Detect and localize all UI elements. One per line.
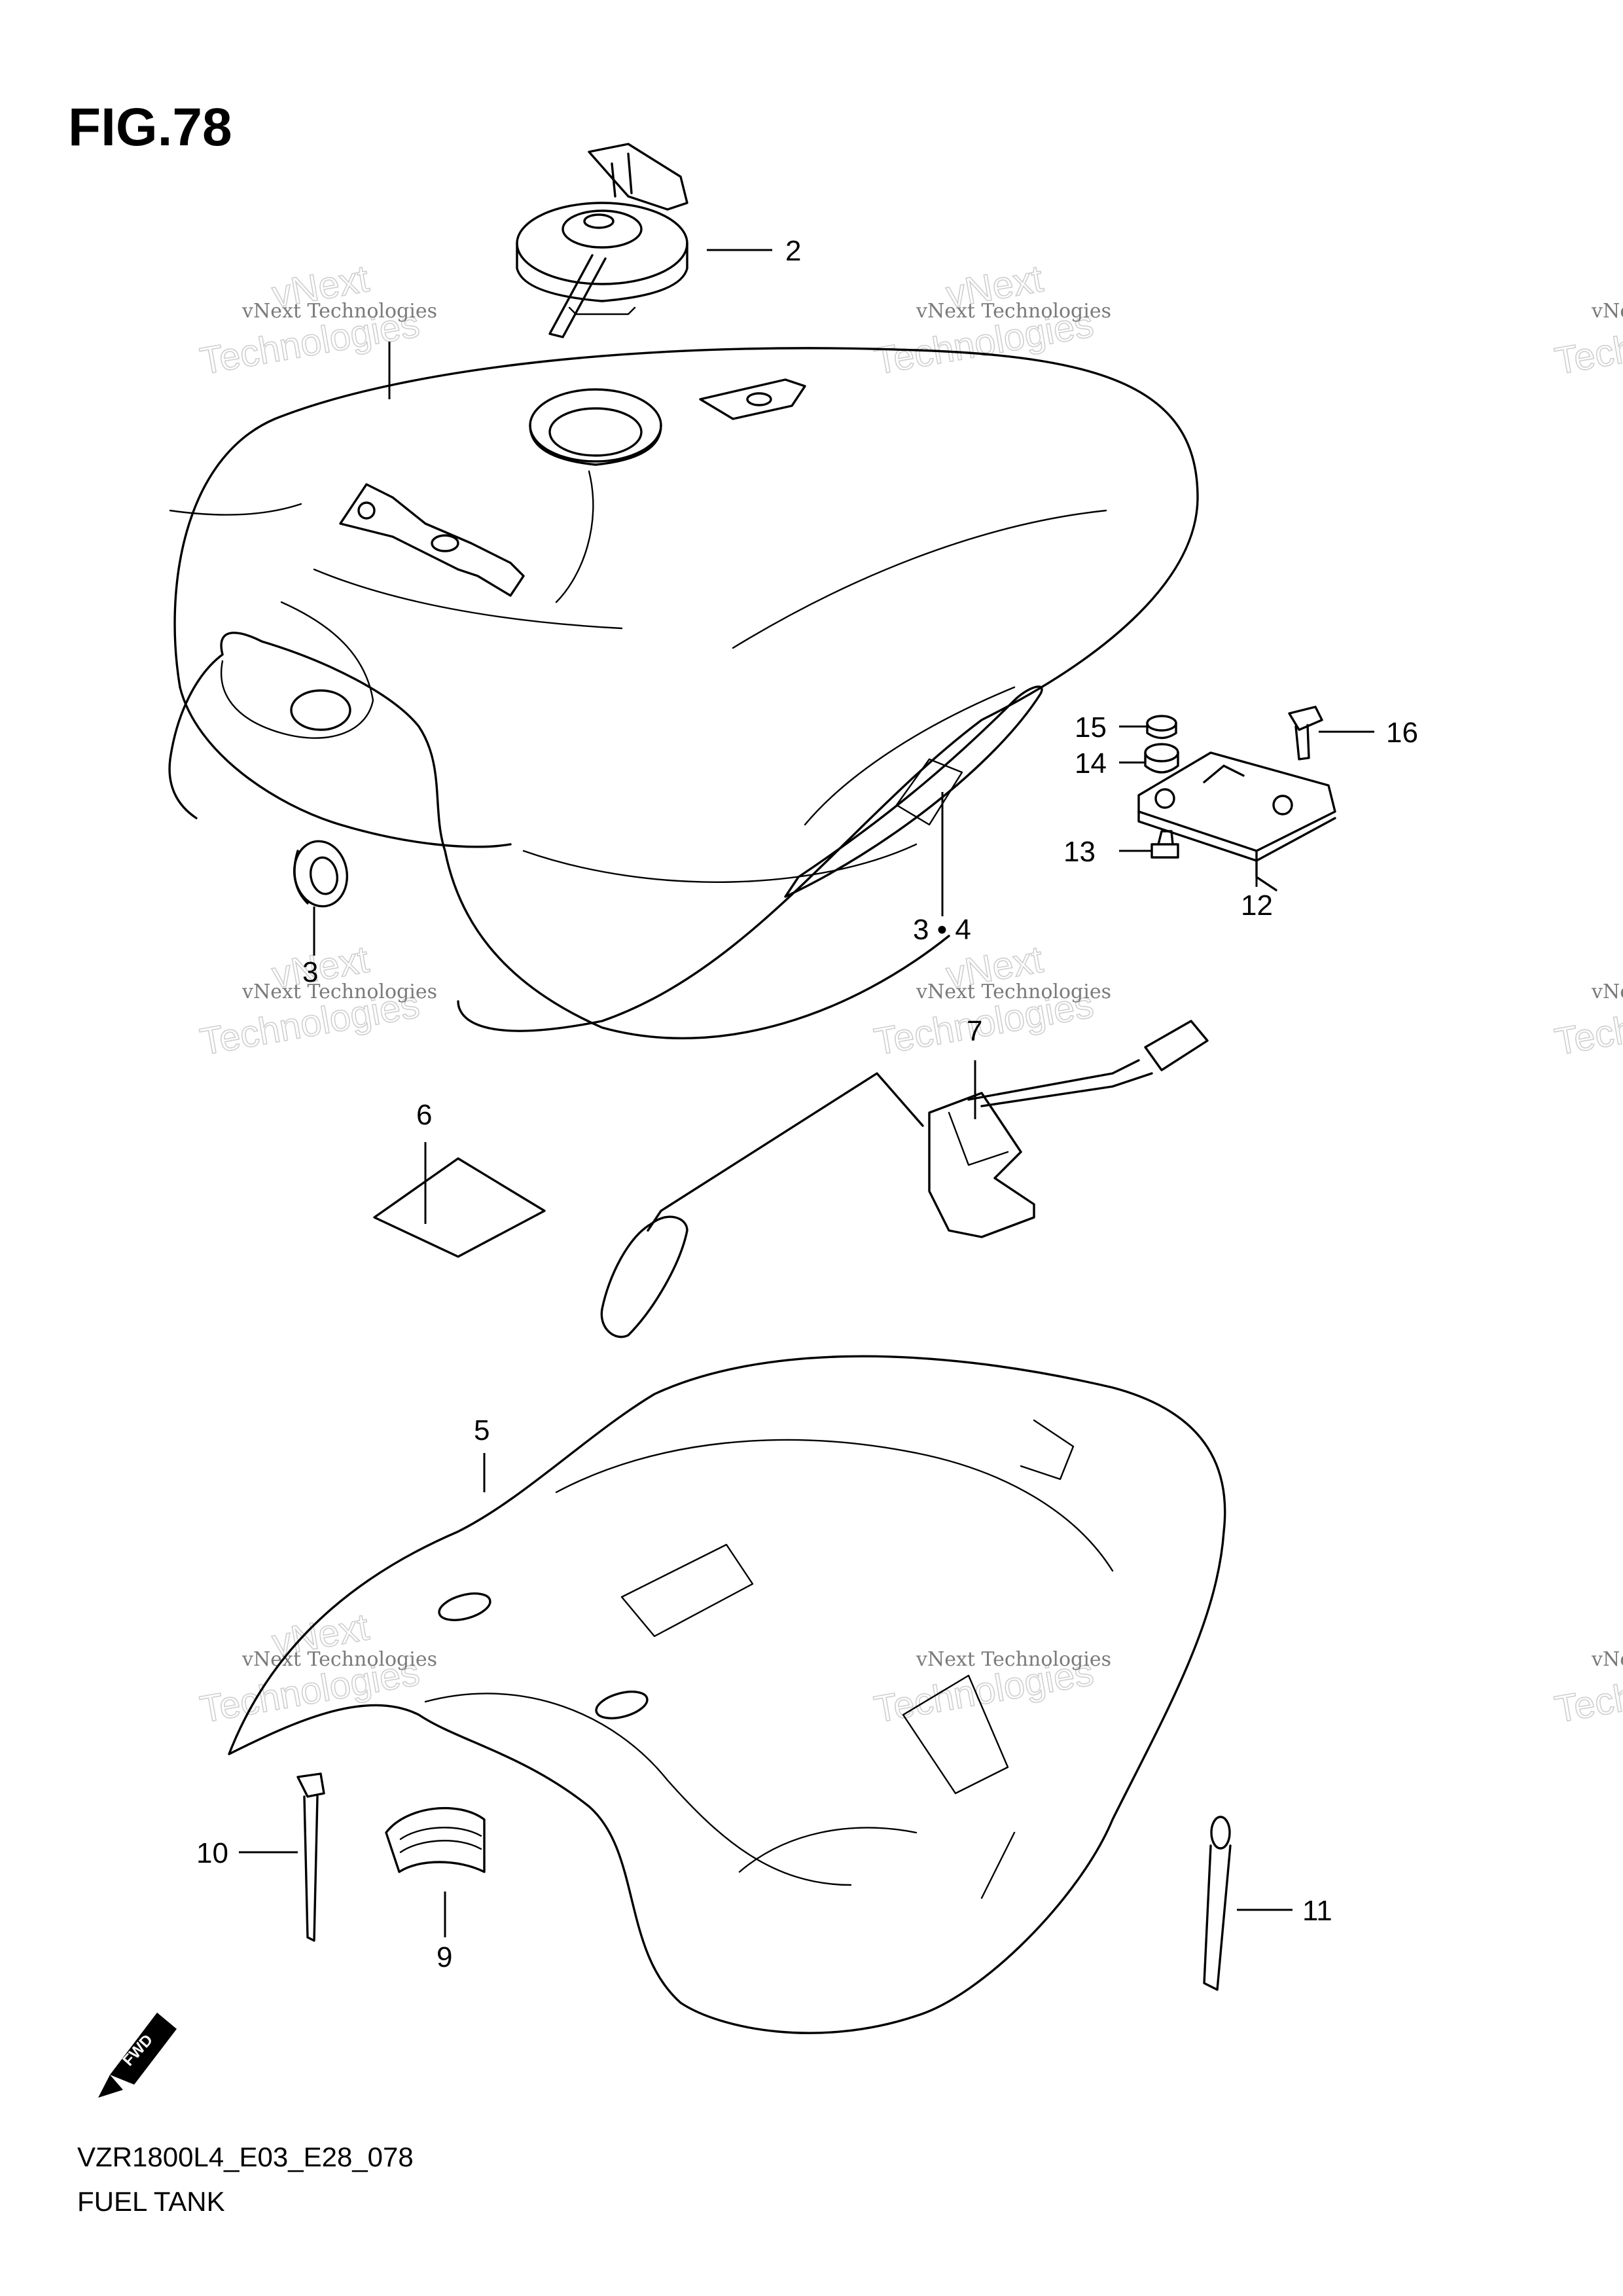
callout-11: 11 <box>1302 1895 1332 1927</box>
fuel-cap-part <box>516 143 688 338</box>
svg-text:vNext Technologies: vNext Technologies <box>916 1648 1111 1671</box>
callout-2: 2 <box>785 235 801 267</box>
fuel-tank-part <box>168 347 1199 1039</box>
callout-3: 3 <box>302 956 318 988</box>
svg-text:vNext Technologies: vNext Technologies <box>916 300 1111 323</box>
svg-text:vNext Technologies: vNext Technologies <box>241 1648 437 1671</box>
callout-12: 12 <box>1241 889 1273 922</box>
svg-text:vNext Technologies: vNext Technologies <box>241 300 437 323</box>
watermark-low-right: Technologies vNext Technologies <box>1551 1648 1623 1732</box>
figure-title: FIG.78 <box>68 98 232 157</box>
grommet-part <box>293 840 349 908</box>
bracket-assembly-part <box>1137 706 1336 891</box>
callout-13: 13 <box>1063 836 1096 868</box>
watermark-low-center: Technologies vNext Technologies <box>870 1648 1111 1732</box>
svg-text:vNext Technologies: vNext Technologies <box>1591 1648 1623 1671</box>
callout-16: 16 <box>1386 717 1418 749</box>
callout-3-4: 3 • 4 <box>913 914 971 946</box>
watermark-top-right: Technologies vNext Technologies <box>1551 300 1623 384</box>
model-code: VZR1800L4_E03_E28_078 <box>77 2142 414 2172</box>
callout-15: 15 <box>1075 711 1107 744</box>
callout-14: 14 <box>1075 747 1107 780</box>
clamp-part <box>385 1806 486 1873</box>
strap-part <box>1203 1816 1232 1991</box>
svg-text:vNext Technologies: vNext Technologies <box>916 980 1111 1003</box>
svg-text:vNext Technologies: vNext Technologies <box>1591 300 1623 323</box>
callout-9: 9 <box>437 1941 452 1973</box>
cable-tie-part <box>296 1772 325 1942</box>
svg-text:vNext Technologies: vNext Technologies <box>241 980 437 1003</box>
watermark-low-left: Technologies vNext vNext Technologies <box>196 1605 437 1731</box>
watermark-mid-center: Technologies vNext vNext Technologies <box>870 937 1111 1064</box>
watermark-top-left: Technologies vNext vNext Technologies <box>196 257 437 383</box>
callout-6: 6 <box>416 1099 432 1131</box>
forward-direction-icon: FWD <box>98 2013 177 2098</box>
callout-5: 5 <box>474 1414 490 1446</box>
watermark-mid-right: Technologies vNext Technologies <box>1551 980 1623 1064</box>
watermark-top-center: Technologies vNext vNext Technologies <box>870 257 1111 383</box>
callout-10: 10 <box>196 1837 228 1869</box>
label-sheet-part <box>373 1157 546 1258</box>
callout-7: 7 <box>967 1015 982 1047</box>
section-name: FUEL TANK <box>77 2186 225 2217</box>
svg-text:vNext Technologies: vNext Technologies <box>1591 980 1623 1003</box>
heat-shield-part <box>228 1355 1226 2034</box>
fuel-level-gauge-part <box>600 1020 1209 1338</box>
